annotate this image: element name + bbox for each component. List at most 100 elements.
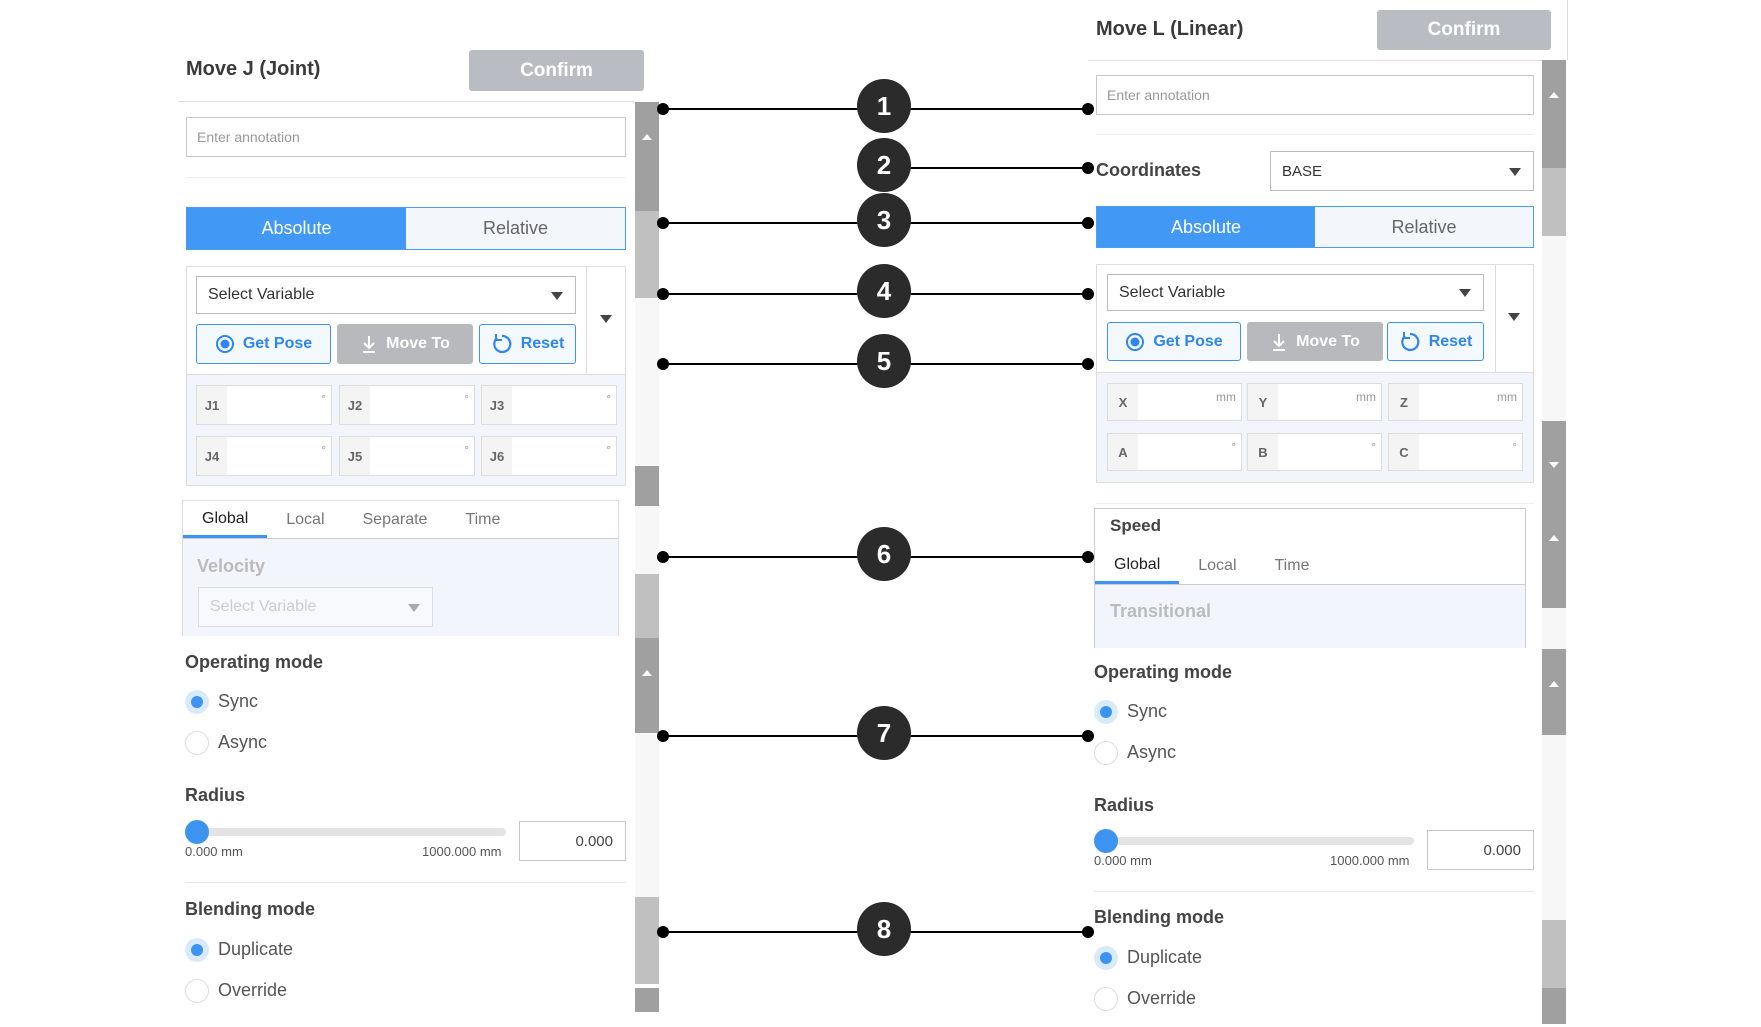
scrollbar-track[interactable]	[1542, 168, 1566, 236]
radio-override[interactable]	[1094, 987, 1118, 1011]
field-label: J6	[482, 437, 512, 475]
radio-async[interactable]	[1094, 741, 1118, 765]
coordinate-field-j4[interactable]: J4°	[196, 436, 332, 476]
blending-mode-title: Blending mode	[1094, 907, 1224, 927]
coordinates-select[interactable]: BASE	[1270, 151, 1534, 191]
field-label: J1	[197, 386, 227, 424]
annotation-input[interactable]: Enter annotation	[1096, 75, 1534, 115]
scrollbar-track[interactable]	[1542, 236, 1566, 421]
callout-number: 2	[857, 138, 911, 192]
scrollbar-track[interactable]	[635, 506, 659, 574]
reset-button[interactable]: Reset	[1387, 322, 1484, 361]
callout-dot	[1082, 162, 1094, 174]
variable-select[interactable]: Select Variable	[196, 276, 576, 314]
tab-separate[interactable]: Separate	[362, 511, 428, 528]
coordinate-field-j1[interactable]: J1°	[196, 385, 332, 425]
radio-duplicate[interactable]	[1094, 946, 1118, 970]
scrollbar-track[interactable]	[1542, 735, 1566, 920]
tab-local[interactable]: Local	[286, 511, 325, 528]
coordinate-field-j5[interactable]: J5°	[339, 436, 475, 476]
radio-sync[interactable]	[1094, 700, 1118, 724]
radius-value-input[interactable]: 0.000	[519, 821, 626, 861]
radius-slider-track[interactable]	[185, 828, 506, 836]
field-unit: °	[1371, 440, 1376, 454]
callout-line	[663, 735, 884, 737]
absolute-option[interactable]: Absolute	[1097, 207, 1315, 247]
radio-sync[interactable]	[185, 690, 209, 714]
scrollbar-thumb[interactable]	[1542, 649, 1566, 735]
download-icon	[363, 336, 376, 353]
scroll-down-icon[interactable]	[1549, 462, 1559, 468]
callout-number: 1	[857, 79, 911, 133]
tab-global[interactable]: Global	[183, 502, 268, 538]
radius-min-label: 0.000 mm	[185, 844, 243, 859]
scrollbar-track[interactable]	[635, 466, 659, 506]
move-to-button[interactable]: Move To	[1247, 322, 1383, 361]
confirm-button[interactable]: Confirm	[1377, 10, 1551, 50]
relative-option[interactable]: Relative	[1315, 207, 1533, 247]
scrollbar-track[interactable]	[1542, 988, 1566, 1024]
scroll-up-icon[interactable]	[1549, 535, 1559, 541]
scrollbar-thumb[interactable]	[1542, 503, 1566, 608]
download-icon	[1273, 333, 1286, 351]
scrollbar-track[interactable]	[635, 897, 659, 984]
scrollbar-track[interactable]	[635, 574, 659, 638]
scroll-up-icon[interactable]	[642, 134, 652, 140]
tab-global[interactable]: Global	[1095, 548, 1180, 584]
scrollbar-track[interactable]	[1542, 920, 1566, 988]
get-pose-button[interactable]: Get Pose	[1107, 322, 1241, 361]
radio-override[interactable]	[185, 979, 209, 1003]
annotation-input[interactable]: Enter annotation	[186, 117, 626, 157]
radio-label: Async	[1127, 742, 1177, 762]
scrollbar-track[interactable]	[635, 298, 659, 466]
coordinate-field-j3[interactable]: J3°	[481, 385, 617, 425]
move-to-button[interactable]: Move To	[337, 324, 473, 364]
callout-line	[884, 222, 1088, 224]
operating-mode-title: Operating mode	[1094, 662, 1233, 682]
radius-slider-track[interactable]	[1094, 837, 1414, 845]
scrollbar-track[interactable]	[635, 211, 659, 298]
tab-local[interactable]: Local	[1198, 557, 1237, 574]
velocity-select[interactable]: Select Variable	[198, 587, 433, 627]
get-pose-button[interactable]: Get Pose	[196, 324, 331, 364]
tab-time[interactable]: Time	[1274, 557, 1310, 574]
variable-select[interactable]: Select Variable	[1107, 274, 1484, 311]
callout-line	[663, 293, 884, 295]
callout-dot	[657, 926, 669, 938]
speed-title: Speed	[1110, 516, 1162, 535]
coordinate-field-j6[interactable]: J6°	[481, 436, 617, 476]
reset-button[interactable]: Reset	[479, 324, 576, 364]
radius-slider-handle[interactable]	[185, 820, 209, 844]
tab-time[interactable]: Time	[465, 511, 501, 528]
coordinate-field-a[interactable]: A°	[1107, 433, 1242, 471]
scrollbar-thumb[interactable]	[1542, 60, 1566, 168]
coordinate-field-c[interactable]: C°	[1388, 433, 1523, 471]
coordinate-field-b[interactable]: B°	[1247, 433, 1382, 471]
confirm-button[interactable]: Confirm	[469, 50, 644, 91]
radio-async[interactable]	[185, 731, 209, 755]
expand-chevron-icon[interactable]	[1508, 313, 1520, 321]
coordinate-field-j2[interactable]: J2°	[339, 385, 475, 425]
field-label: J5	[340, 437, 370, 475]
scroll-up-icon[interactable]	[1549, 92, 1559, 98]
scrollbar-thumb[interactable]	[635, 638, 659, 733]
scroll-up-icon[interactable]	[1549, 681, 1559, 687]
field-label: X	[1108, 384, 1138, 420]
absolute-relative-toggle: Absolute Relative	[186, 207, 626, 250]
callout-dot	[1082, 551, 1094, 563]
radius-value-input[interactable]: 0.000	[1427, 830, 1534, 870]
relative-option[interactable]: Relative	[406, 208, 625, 249]
scrollbar-thumb[interactable]	[635, 102, 659, 211]
scrollbar-thumb[interactable]	[1542, 421, 1566, 503]
scroll-up-icon[interactable]	[642, 670, 652, 676]
radio-duplicate[interactable]	[185, 938, 209, 962]
absolute-option[interactable]: Absolute	[187, 208, 406, 249]
scrollbar-track[interactable]	[635, 733, 659, 897]
radius-slider-handle[interactable]	[1094, 829, 1118, 853]
scrollbar-track[interactable]	[635, 988, 659, 1012]
scrollbar-track[interactable]	[1542, 608, 1566, 649]
expand-chevron-icon[interactable]	[600, 315, 612, 323]
